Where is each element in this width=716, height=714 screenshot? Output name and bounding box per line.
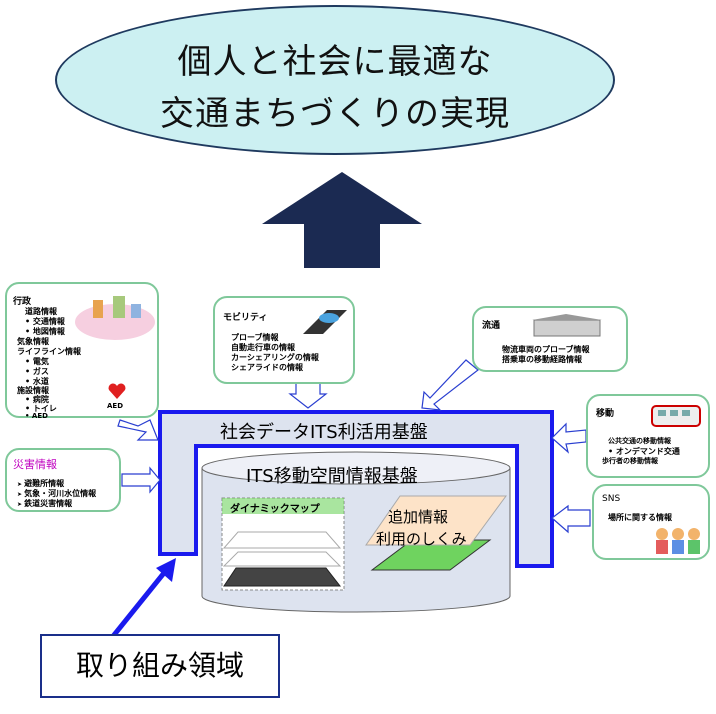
aed-label: AED (107, 402, 124, 410)
logistics-item: 物流車両のプローブ情報 (502, 345, 590, 354)
focus-area-box: 取り組み領域 (40, 634, 280, 698)
peach-plane (365, 495, 507, 546)
admin-item: 施設情報 (17, 386, 49, 395)
admin-item: 病院 (25, 394, 49, 405)
mobility-item: 自動走行車の情報 (231, 343, 295, 352)
transport-box: 移動 公共交通の移動情報 オンデマンド交通 歩行者の移動情報 (586, 394, 710, 478)
admin-item: 地図情報 (25, 326, 65, 337)
goal-line-2: 交通まちづくりの実現 (160, 94, 510, 134)
admin-item: ガス (25, 366, 49, 377)
platform-inner-label: ITS移動空間情報基盤 (246, 466, 418, 487)
car-icon (303, 310, 347, 334)
mobility-title: モビリティ (223, 313, 268, 323)
up-arrow-icon (262, 172, 422, 268)
transport-item: オンデマンド交通 (608, 446, 680, 457)
mobility-box: モビリティ プローブ情報 自動走行車の情報 カーシェアリングの情報 シェアライド… (213, 296, 355, 384)
disaster-box: 災害情報 避難所情報 気象・河川水位情報 鉄道災害情報 (5, 448, 121, 512)
mobility-item: プローブ情報 (231, 333, 279, 342)
transport-item: 歩行者の移動情報 (602, 457, 658, 465)
admin-item: トイレ (25, 403, 57, 414)
transport-item: 公共交通の移動情報 (608, 437, 671, 445)
sns-item: 場所に関する情報 (608, 513, 672, 522)
disaster-item: 避難所情報 (17, 478, 64, 490)
dynamic-map-label: ダイナミックマップ (230, 504, 320, 515)
additional-line-2: 利用のしくみ (376, 530, 467, 548)
disaster-item: 鉄道災害情報 (17, 498, 72, 510)
additional-line-1: 追加情報 (388, 508, 449, 526)
admin-item: AED (25, 411, 48, 422)
transport-title: 移動 (596, 409, 615, 419)
warehouse-icon (532, 314, 602, 337)
city-illustration-icon (75, 296, 155, 340)
disaster-title: 災害情報 (13, 458, 57, 471)
heart-icon (108, 383, 126, 399)
admin-item: 水道 (25, 376, 49, 387)
sns-box: SNS 場所に関する情報 (592, 484, 710, 560)
admin-item: ライフライン情報 (17, 347, 81, 356)
admin-item: 道路情報 (25, 307, 57, 316)
admin-box: 行政 道路情報 交通情報 地図情報 気象情報 ライフライン情報 電気 ガス 水道… (5, 282, 159, 420)
admin-item: 交通情報 (25, 316, 65, 327)
admin-title: 行政 (13, 297, 32, 307)
mobility-item: カーシェアリングの情報 (231, 353, 319, 362)
logistics-item: 搭乗車の移動経路情報 (502, 355, 582, 364)
admin-item: 気象情報 (17, 337, 49, 346)
mobility-item: シェアライドの情報 (231, 363, 303, 372)
database-cylinder (201, 451, 511, 485)
platform-outer-label: 社会データITS利活用基盤 (220, 422, 428, 443)
platform-frame (158, 410, 554, 568)
admin-item: 電気 (25, 356, 49, 367)
goal-line-1: 個人と社会に最適な (177, 42, 493, 82)
logistics-box: 流通 物流車両のプローブ情報 搭乗車の移動経路情報 (472, 306, 628, 372)
people-icon (656, 528, 700, 554)
disaster-item: 気象・河川水位情報 (17, 488, 96, 500)
sns-title: SNS (602, 494, 621, 504)
train-icon (651, 405, 701, 427)
goal-ellipse (55, 5, 615, 155)
green-plane (370, 539, 492, 571)
logistics-title: 流通 (482, 321, 501, 331)
